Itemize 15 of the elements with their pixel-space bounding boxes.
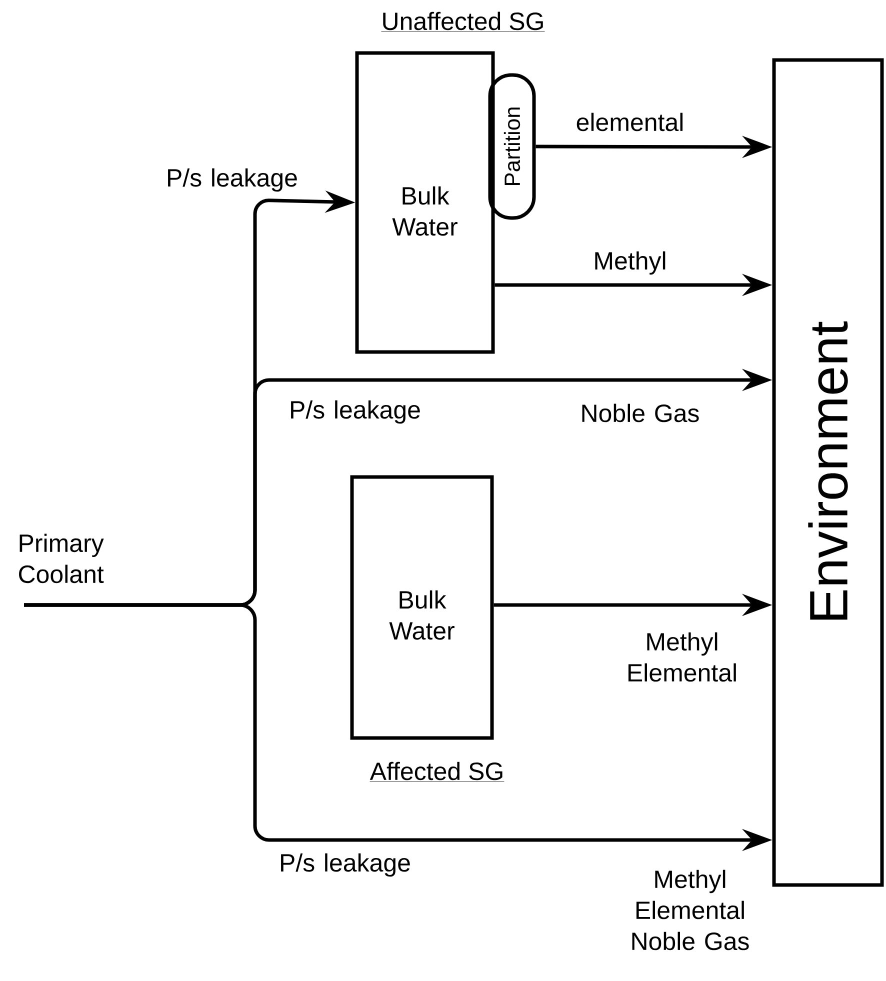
tank-box: Bulk Water [350,475,494,740]
tank-box: Bulk Water [355,51,495,354]
underlined-heading: Affected SG [370,762,504,782]
flow-label: Noble Gas [582,404,699,422]
flow-label: Methyl Elemental Noble Gas [632,870,749,950]
edge-label: elemental [576,112,683,132]
edge-label: Methyl [595,251,666,275]
edge-label: P/s leakage [281,853,410,877]
edge-label: P/s leakage [291,400,420,424]
source-label: Primary Coolant [19,534,104,584]
partition-capsule: Partition [488,73,536,220]
edge-label: Methyl Elemental [628,632,736,682]
edge-label: P/s leakage [168,168,297,192]
environment-box: Environment [772,58,884,887]
underlined-heading: Unaffected SG [381,12,545,32]
